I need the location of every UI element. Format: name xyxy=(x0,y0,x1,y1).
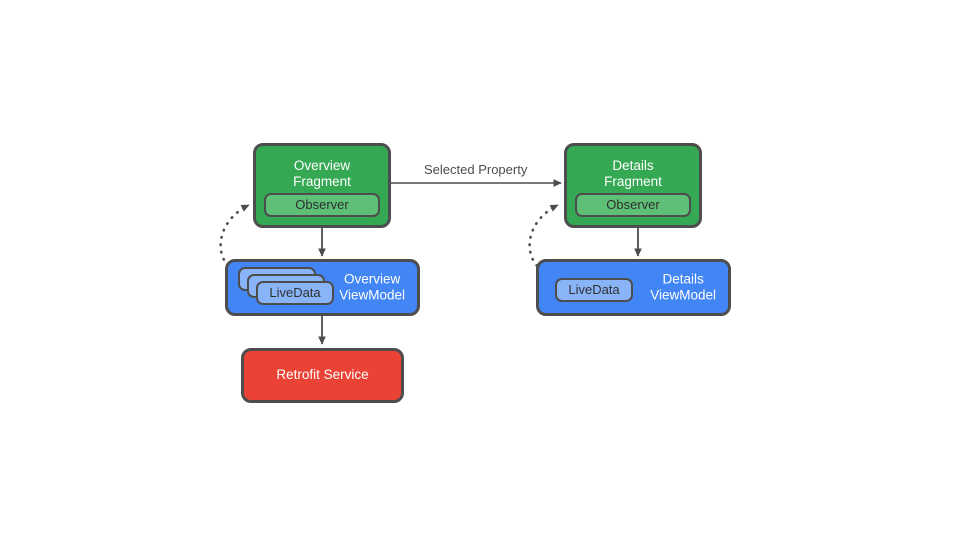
overview-fragment-title: Overview Fragment xyxy=(293,158,351,190)
edge-details-livedata-to-observer xyxy=(528,203,560,279)
node-overview-viewmodel[interactable]: LiveData LiveData LiveData Overview View… xyxy=(225,259,420,316)
overview-livedata-label: LiveData xyxy=(269,285,321,301)
node-overview-fragment[interactable]: Overview Fragment Observer xyxy=(253,143,391,228)
node-details-fragment[interactable]: Details Fragment Observer xyxy=(564,143,702,228)
edge-label-selected-property: Selected Property xyxy=(424,162,528,177)
node-retrofit-service[interactable]: Retrofit Service xyxy=(241,348,404,403)
node-details-viewmodel[interactable]: LiveData Details ViewModel xyxy=(536,259,731,316)
details-observer-label: Observer xyxy=(606,197,660,213)
overview-observer-label: Observer xyxy=(295,197,349,213)
overview-livedata-card-1[interactable]: LiveData xyxy=(256,281,334,305)
details-livedata-card[interactable]: LiveData xyxy=(555,278,633,302)
details-livedata-label: LiveData xyxy=(568,282,620,298)
retrofit-service-label: Retrofit Service xyxy=(276,367,369,383)
details-fragment-title: Details Fragment xyxy=(604,158,662,190)
overview-observer[interactable]: Observer xyxy=(264,193,380,217)
details-viewmodel-title: Details ViewModel xyxy=(650,271,716,303)
details-observer[interactable]: Observer xyxy=(575,193,691,217)
overview-viewmodel-title: Overview ViewModel xyxy=(339,271,405,303)
edge-overview-livedata-to-observer xyxy=(219,203,251,279)
